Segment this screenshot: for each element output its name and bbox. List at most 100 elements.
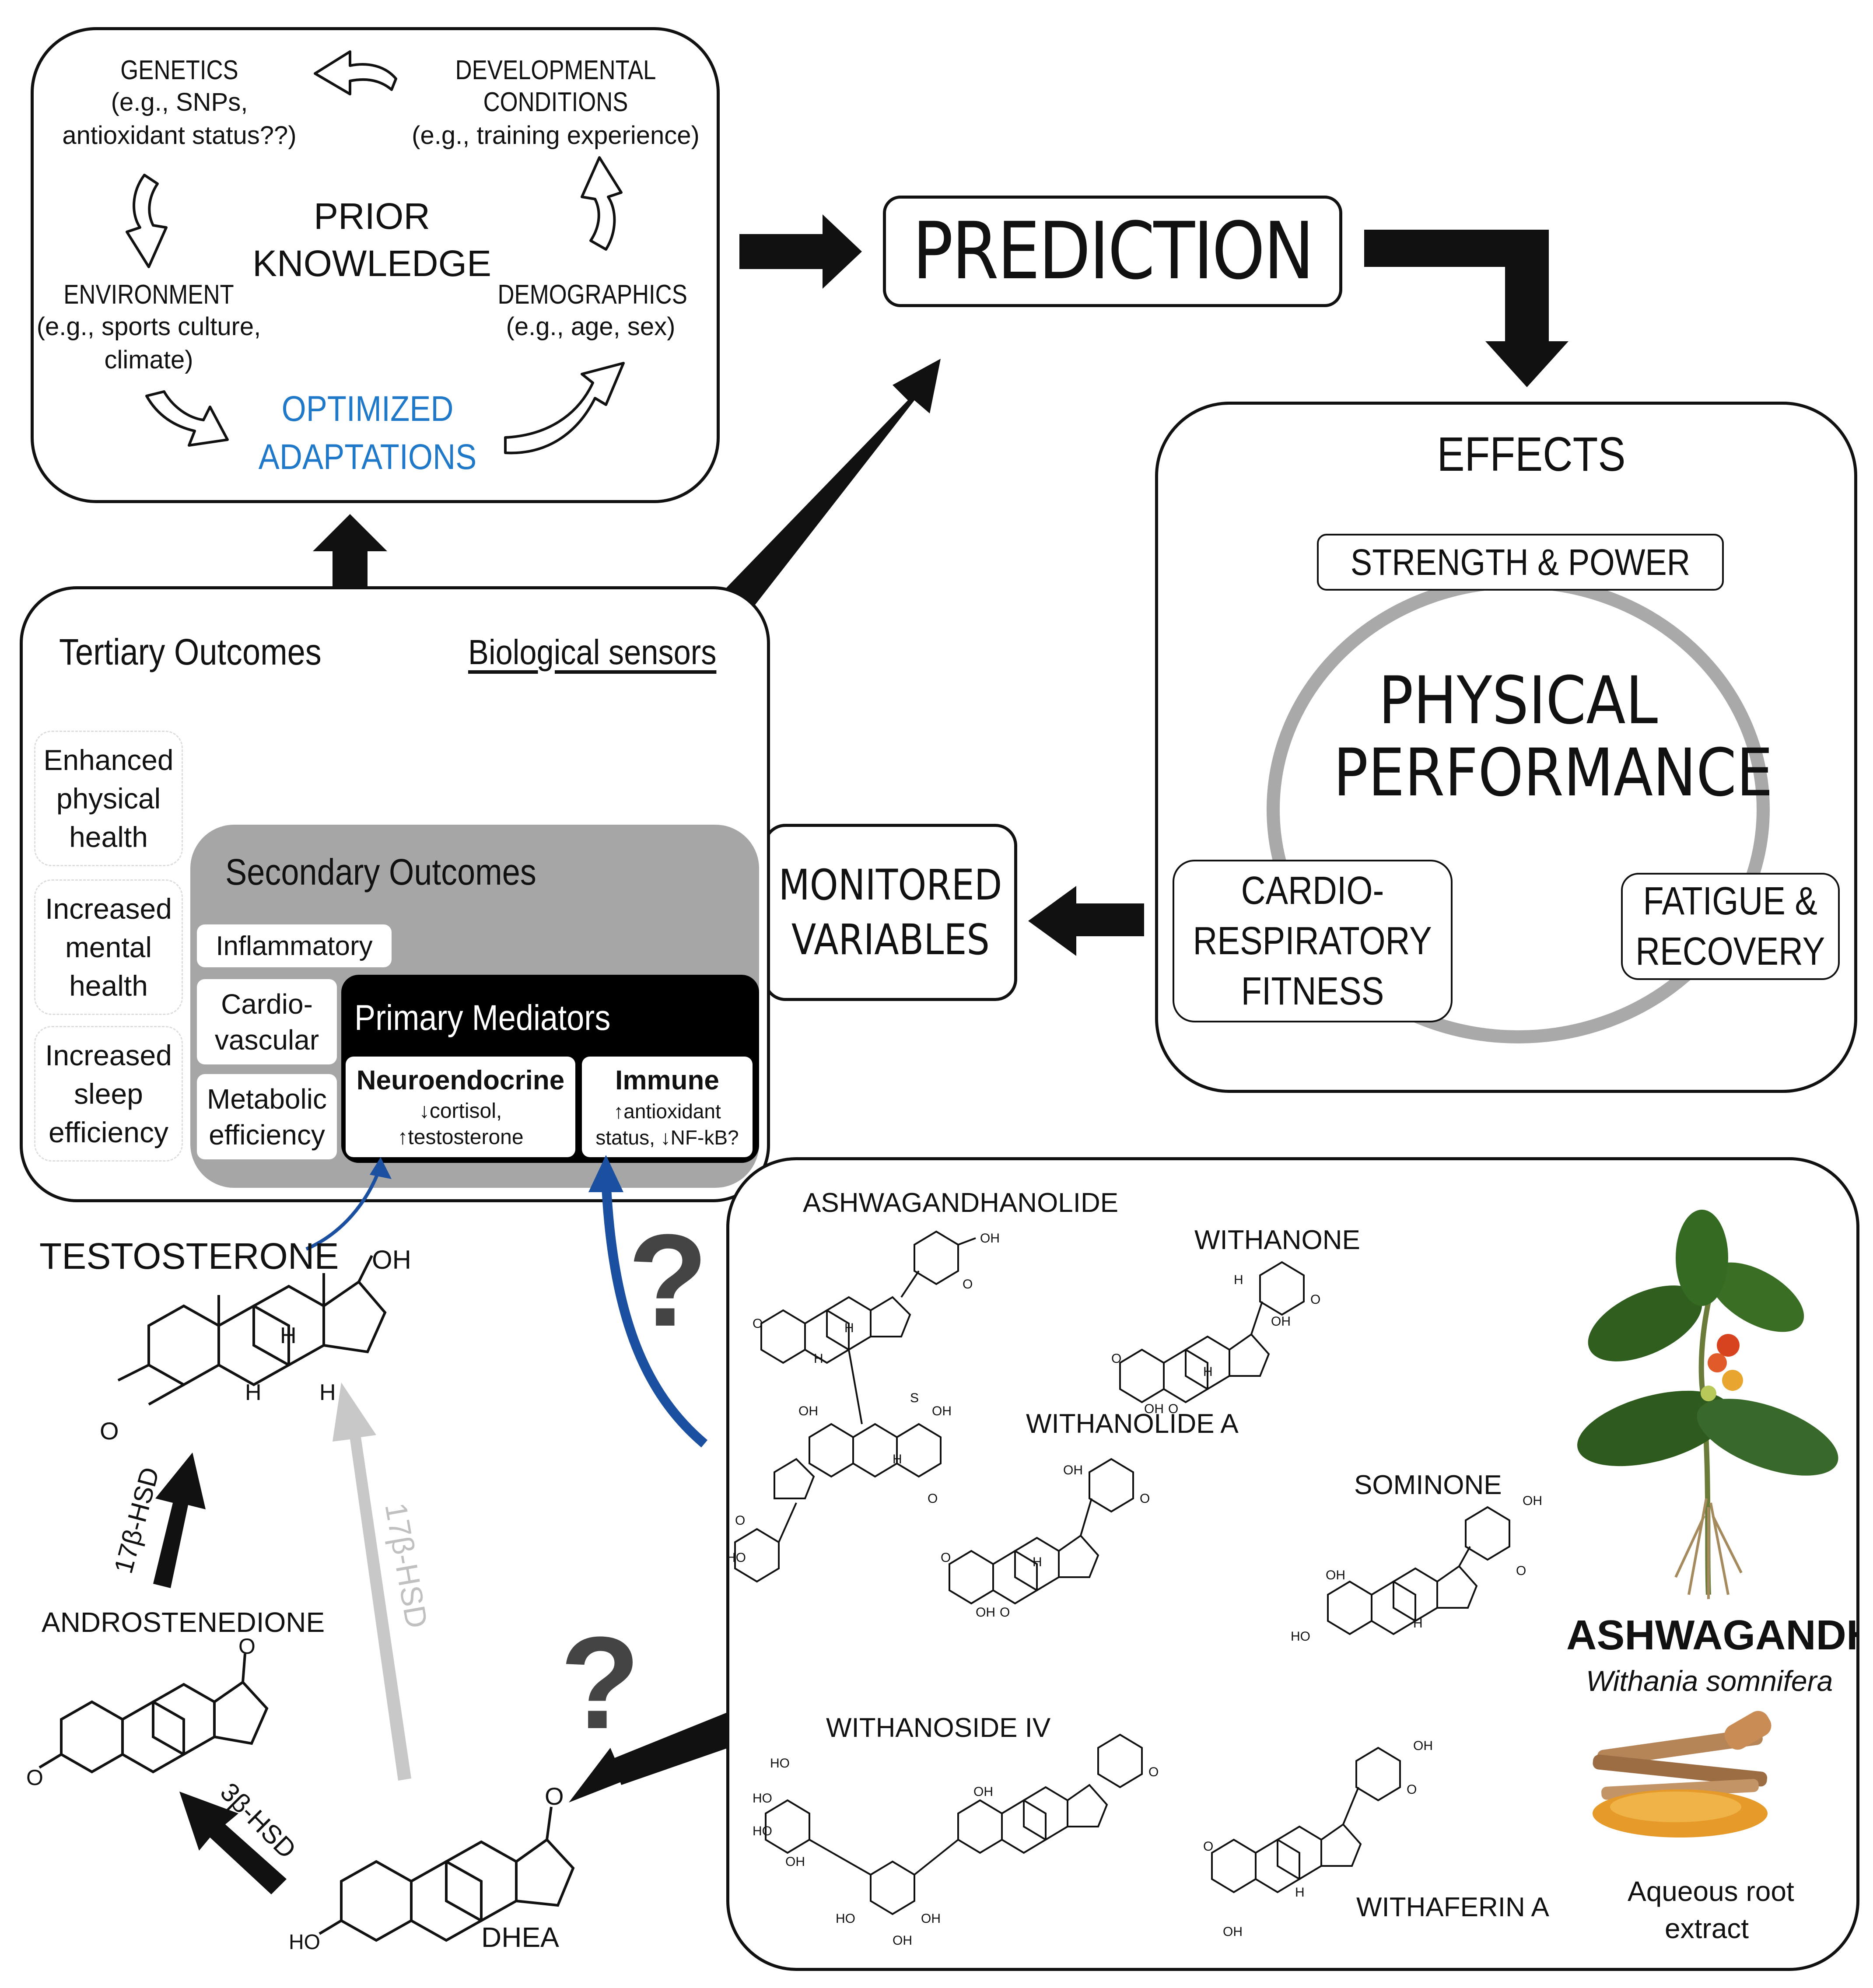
- inflammatory-label: Inflammatory: [216, 931, 373, 961]
- ashwagandhanolide-structure: [734, 1230, 976, 1583]
- prior-knowledge-line-1: PRIOR: [313, 196, 431, 237]
- testosterone-oh: OH: [372, 1245, 411, 1274]
- withanolide-a-oh-2: OH: [976, 1605, 995, 1620]
- withanoside-oh-2: OH: [893, 1933, 912, 1948]
- question-mark-top: ?: [628, 1207, 708, 1354]
- developmental-title-2: CONDITIONS: [483, 87, 628, 117]
- tertiary-sleep-efficiency: Increased sleep efficiency: [34, 1026, 183, 1162]
- withanoside-iv-label: WITHANOSIDE IV: [826, 1713, 1051, 1743]
- prediction-box: PREDICTION: [883, 196, 1342, 307]
- androstenedione-o-1: O: [238, 1634, 256, 1659]
- arrow-to-prediction-icon: [739, 214, 862, 289]
- t3-line-3: efficiency: [49, 1116, 168, 1148]
- cardio-line-3: FITNESS: [1241, 969, 1384, 1013]
- ashwagandha-plant-image: [1577, 1210, 1838, 1599]
- sominone-o: O: [1516, 1564, 1526, 1578]
- withanoside-ho-3: HO: [753, 1824, 772, 1838]
- testosterone-label: TESTOSTERONE: [39, 1236, 339, 1277]
- extract-line-2: extract: [1665, 1913, 1749, 1944]
- dhea-structure: [319, 1806, 575, 1942]
- withaferin-o-1: O: [1203, 1839, 1213, 1854]
- androstenedione-label: ANDROSTENEDIONE: [42, 1606, 325, 1638]
- withanolide-a-h: H: [1033, 1555, 1042, 1569]
- withanoside-ho-4: HO: [836, 1911, 855, 1926]
- withanone-o-2: O: [1310, 1292, 1320, 1307]
- arrow-to-effects-icon: [1364, 230, 1568, 387]
- withanoside-ho-1: HO: [770, 1756, 790, 1771]
- testosterone-h-1: H: [280, 1323, 297, 1348]
- fatigue-line-2: RECOVERY: [1635, 929, 1825, 973]
- withaferin-oh-2: OH: [1223, 1925, 1243, 1939]
- testosterone-h-2: H: [245, 1380, 262, 1405]
- ashwagandhanolide-label: ASHWAGANDHANOLIDE: [803, 1188, 1118, 1218]
- ashwa-o-3: O: [928, 1491, 938, 1506]
- testosterone-structure: [117, 1255, 387, 1406]
- withanone-h-2: H: [1203, 1365, 1213, 1379]
- ashwa-h-1: H: [844, 1321, 854, 1335]
- withanoside-oh-4: OH: [973, 1785, 993, 1799]
- extract-line-1: Aqueous root: [1628, 1876, 1794, 1907]
- cardiovascular-line-1: Cardio-: [221, 988, 313, 1020]
- withanone-oh: OH: [1271, 1314, 1291, 1329]
- t3-line-1: Increased: [45, 1039, 172, 1071]
- tertiary-title: Tertiary Outcomes: [59, 631, 322, 672]
- cardio-line-1: CARDIO-: [1241, 868, 1384, 913]
- t1-line-2: physical: [56, 782, 161, 815]
- optimized-line-1: OPTIMIZED: [281, 389, 454, 429]
- withaferin-a-label: WITHAFERIN A: [1356, 1892, 1550, 1922]
- withanolides-panel: ASHWAGANDHANOLIDE WITHANONE WITHANOLIDE …: [726, 1188, 1859, 1948]
- cycle-arrow-top-icon: [314, 50, 397, 95]
- metabolic-line-1: Metabolic: [207, 1083, 327, 1115]
- physical-performance-line-1: PHYSICAL: [1378, 663, 1658, 739]
- t2-line-3: health: [69, 970, 148, 1002]
- testosterone-o: O: [100, 1417, 119, 1445]
- optimized-adaptations-label: OPTIMIZED ADAPTATIONS: [232, 385, 503, 481]
- arrow-to-dhea-icon: [569, 1715, 728, 1802]
- enzyme-17b-right: 17β-HSD: [378, 1500, 434, 1631]
- androstenedione-o-2: O: [26, 1765, 43, 1790]
- ashwagandha-name: ASHWAGANDHA: [1566, 1612, 1859, 1659]
- neuroendocrine-desc-2: ↑testosterone: [397, 1126, 524, 1149]
- withanoside-o: O: [1148, 1765, 1159, 1779]
- withanolide-a-o-2: O: [1140, 1491, 1150, 1506]
- cycle-arrow-bottom-right-icon: [504, 362, 625, 455]
- ashwa-s: S: [910, 1391, 919, 1405]
- ashwa-o-4: O: [735, 1513, 745, 1528]
- ashwa-oh-top: OH: [980, 1231, 1000, 1246]
- immune-box: Immune ↑antioxidant status, ↓NF-kB?: [582, 1057, 753, 1157]
- withaferin-o-2: O: [1407, 1782, 1417, 1797]
- withanone-o-3: O: [1168, 1402, 1178, 1416]
- withanolide-a-label: WITHANOLIDE A: [1026, 1409, 1239, 1439]
- immune-title: Immune: [615, 1065, 719, 1096]
- demographics-block: DEMOGRAPHICS (e.g., age, sex): [481, 279, 700, 343]
- cycle-arrow-right-icon: [581, 156, 623, 251]
- root-extract-image: [1593, 1711, 1771, 1838]
- neuroendocrine-desc-1: ↓cortisol,: [419, 1099, 502, 1123]
- t3-line-2: sleep: [74, 1078, 143, 1110]
- question-mark-bottom: ?: [560, 1609, 640, 1756]
- withanone-o-1: O: [1111, 1351, 1121, 1366]
- sominone-structure: [1327, 1506, 1510, 1635]
- blue-arrow-to-immune-icon: [601, 1179, 708, 1448]
- metabolic-line-2: efficiency: [209, 1119, 325, 1151]
- ashwa-h-2: H: [814, 1351, 823, 1366]
- developmental-block: DEVELOPMENTAL CONDITIONS (e.g., training…: [407, 55, 704, 152]
- arrow-diagonal-to-prediction-icon: [709, 359, 941, 628]
- ashwa-oh-mid: OH: [798, 1404, 818, 1418]
- monitored-line-1: MONITORED: [778, 860, 1002, 910]
- withanolide-a-oh: OH: [1063, 1463, 1083, 1477]
- demographics-title: DEMOGRAPHICS: [497, 280, 687, 310]
- environment-title: ENVIRONMENT: [63, 280, 234, 310]
- strength-power-box: STRENGTH & POWER: [1317, 534, 1724, 591]
- metabolic-box: Metabolic efficiency: [197, 1074, 337, 1159]
- prior-knowledge-box: [31, 27, 720, 503]
- monitored-line-2: VARIABLES: [791, 915, 990, 964]
- testosterone-h-3: H: [319, 1380, 336, 1405]
- withaferin-h: H: [1295, 1885, 1305, 1900]
- ashwa-ho: HO: [726, 1550, 746, 1565]
- t1-line-3: health: [69, 821, 148, 853]
- withanolide-a-o-1: O: [941, 1550, 951, 1565]
- cycle-arrow-bottom-left-icon: [145, 390, 229, 447]
- withanone-structure: [1119, 1261, 1305, 1404]
